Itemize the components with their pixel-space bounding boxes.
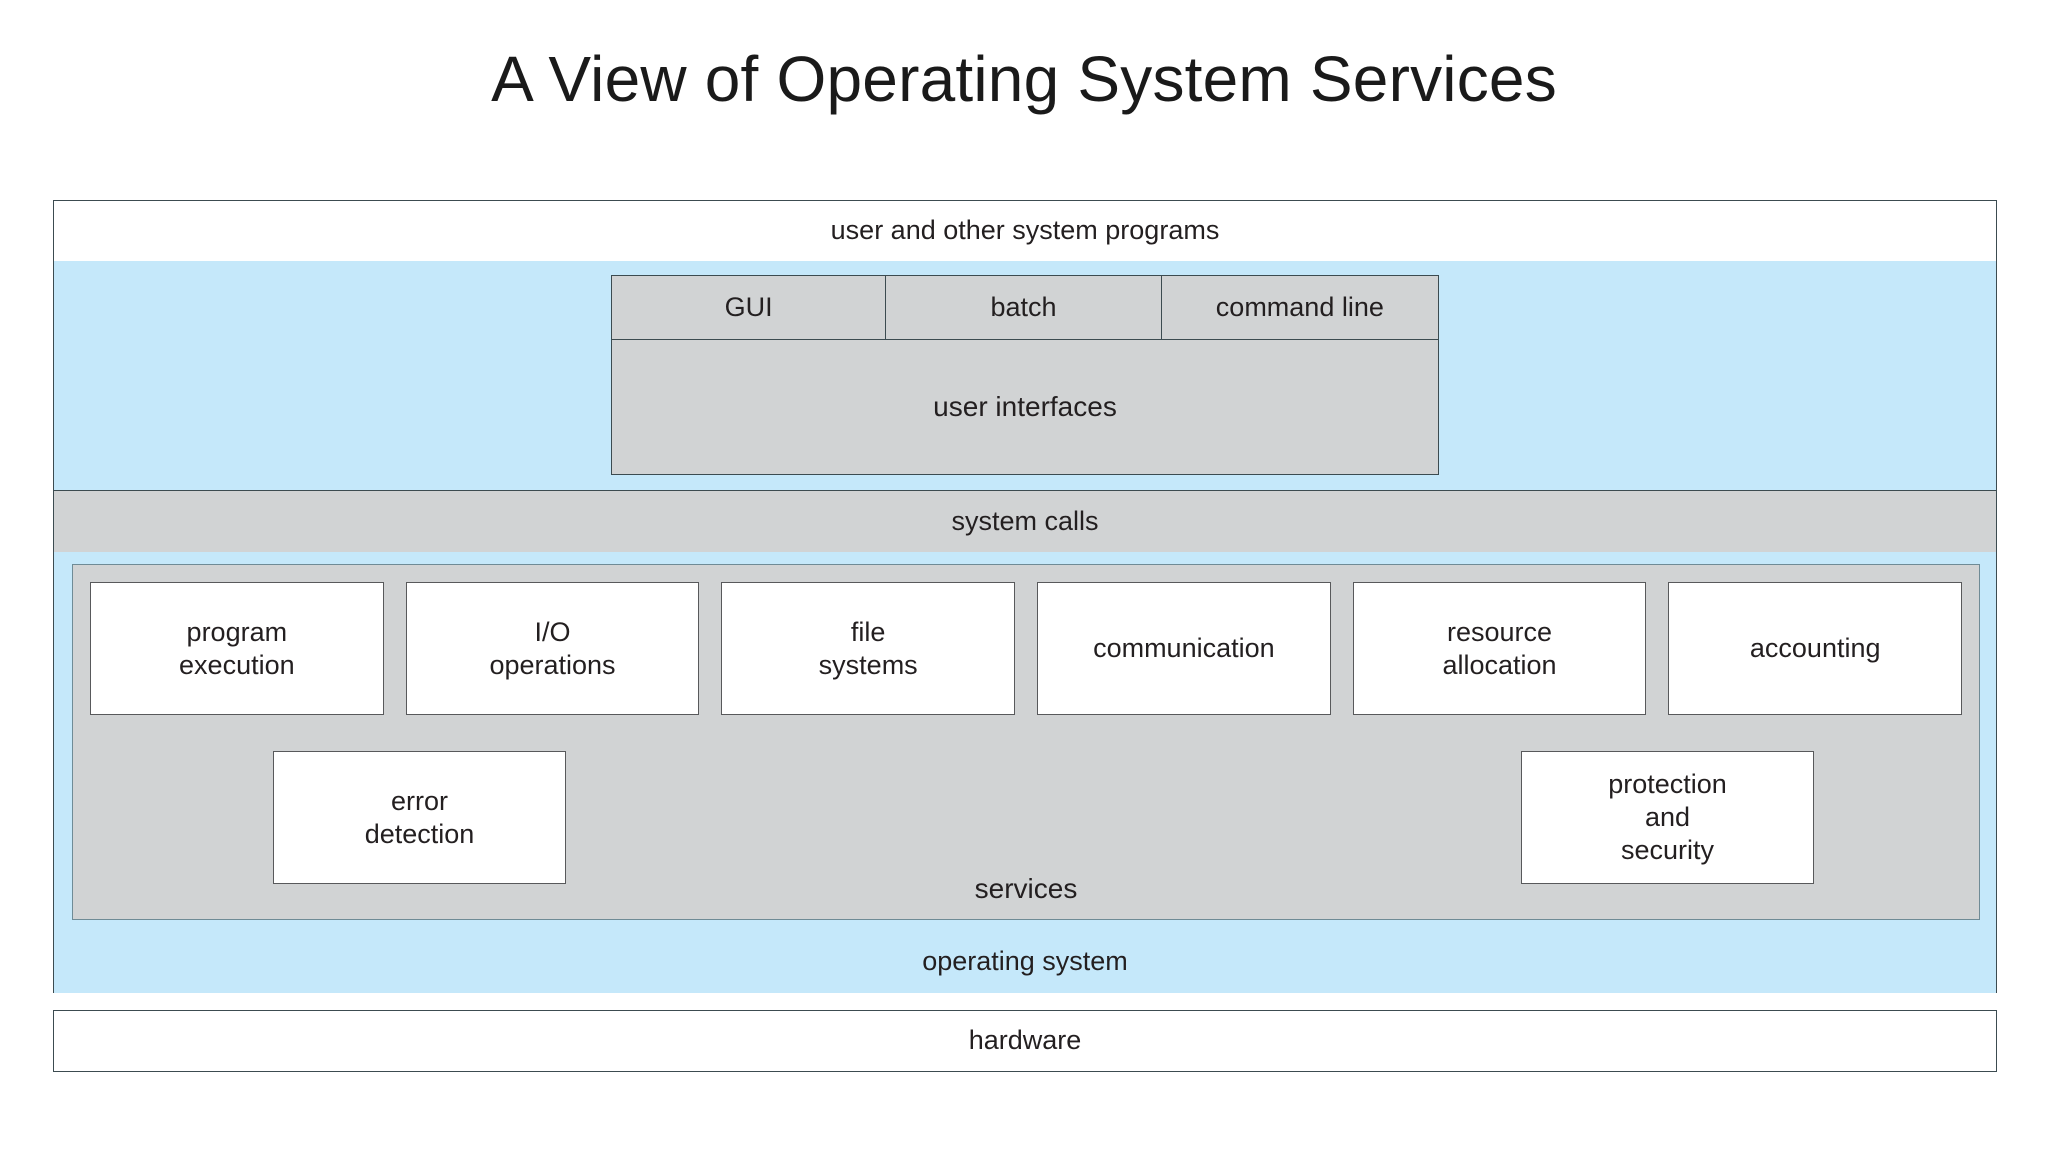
service-resource-allocation[interactable]: resource allocation <box>1352 582 1647 715</box>
service-label-line1: program <box>186 616 288 647</box>
service-label-line2: allocation <box>1442 649 1557 680</box>
os-services-diagram: user and other system programs GUI batch… <box>53 200 1997 1075</box>
services-label: services <box>974 873 1078 904</box>
service-label-line3: security <box>1620 834 1714 865</box>
service-communication[interactable]: communication <box>1037 582 1331 715</box>
services-row-top: program execution I/O operations file <box>90 582 1963 715</box>
user-interfaces-cluster: GUI batch command line user interfaces <box>611 275 1439 475</box>
user-interface-modes-row: GUI batch command line <box>612 276 1438 340</box>
service-io-operations[interactable]: I/O operations <box>405 582 700 715</box>
service-file-systems[interactable]: file systems <box>721 582 1016 715</box>
layer-system-calls: system calls <box>53 490 1997 553</box>
service-accounting[interactable]: accounting <box>1668 582 1963 715</box>
service-label-line1: I/O <box>534 616 571 647</box>
service-label-line2: execution <box>179 649 295 680</box>
ui-mode-gui[interactable]: GUI <box>612 276 886 340</box>
service-label-line2: operations <box>489 649 616 680</box>
service-label-line2: systems <box>818 649 918 680</box>
layer-hardware: hardware <box>53 1010 1997 1072</box>
layer-operating-system-label: operating system <box>922 946 1128 977</box>
ui-mode-batch[interactable]: batch <box>885 276 1161 340</box>
service-label-line1: error <box>390 785 448 816</box>
ui-mode-command-line[interactable]: command line <box>1160 276 1438 340</box>
service-label-line2: and <box>1644 802 1691 833</box>
layer-user-programs: user and other system programs <box>53 200 1997 262</box>
layer-user-programs-label: user and other system programs <box>830 215 1220 246</box>
layer-hardware-label: hardware <box>968 1025 1082 1056</box>
service-label-line1: protection <box>1608 769 1727 800</box>
service-label-line1: file <box>850 616 886 647</box>
layer-os-upper-region: GUI batch command line user interfaces <box>53 261 1997 491</box>
layer-operating-system: operating system <box>53 931 1997 993</box>
user-interfaces-label: user interfaces <box>933 390 1117 422</box>
layer-os-lower-region: program execution I/O operations file <box>53 552 1997 932</box>
service-protection-and-security[interactable]: protection and security <box>1521 751 1814 884</box>
layer-system-calls-label: system calls <box>951 505 1099 536</box>
page-title: A View of Operating System Services <box>491 43 1557 115</box>
service-label-line2: detection <box>364 818 475 849</box>
service-label-line1: resource <box>1447 616 1553 647</box>
service-label-line1: accounting <box>1749 633 1881 664</box>
service-label-line1: communication <box>1093 633 1275 664</box>
service-program-execution[interactable]: program execution <box>90 582 384 715</box>
services-cluster: program execution I/O operations file <box>72 564 1980 920</box>
service-error-detection[interactable]: error detection <box>273 751 566 884</box>
